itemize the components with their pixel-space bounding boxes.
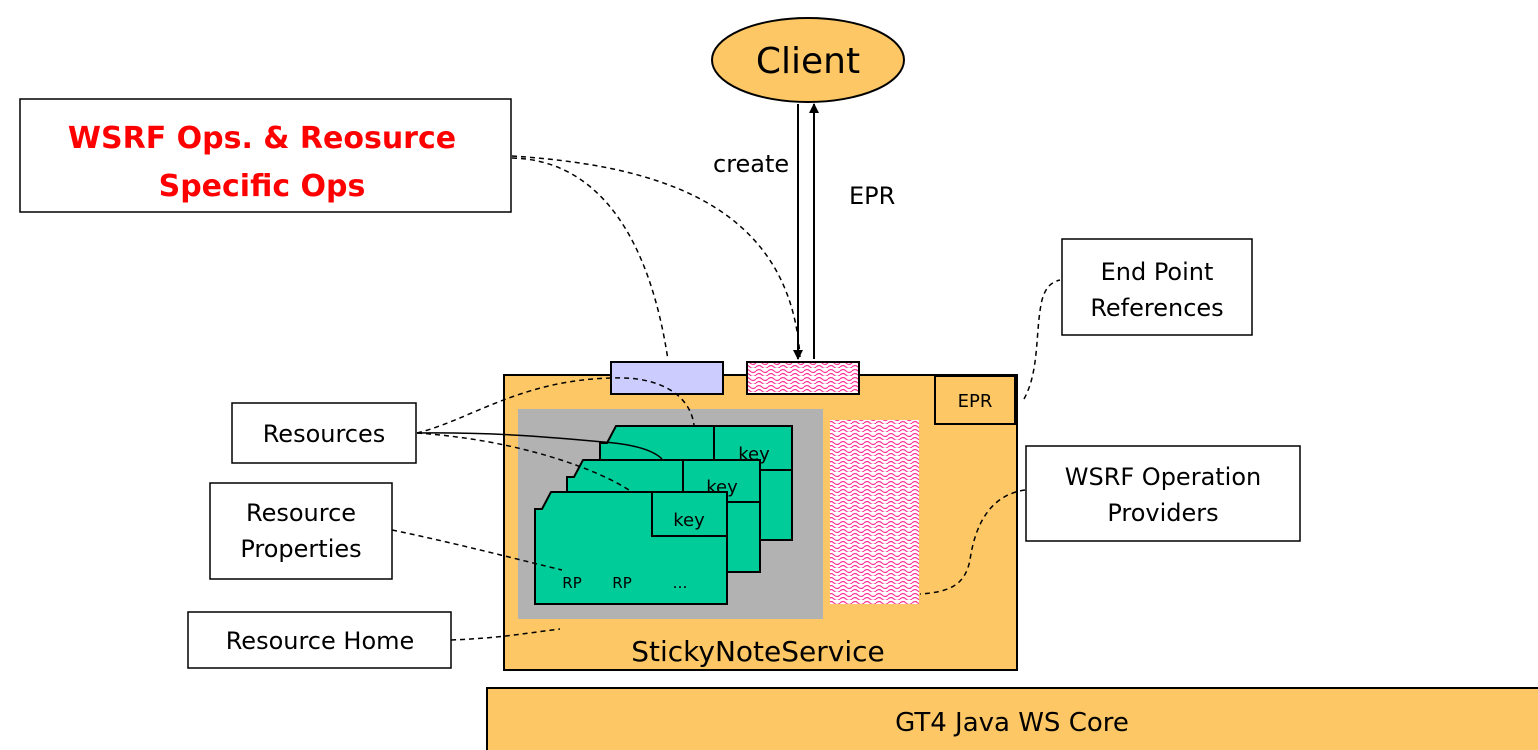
client-node: Client	[711, 17, 905, 103]
rp-label: RP	[612, 574, 631, 592]
epr-box: EPR	[934, 375, 1016, 425]
epr-arrow-label: EPR	[849, 182, 895, 210]
wsrf-providers-to-block	[919, 489, 1026, 595]
end-point-line2: References	[1090, 294, 1223, 322]
rp-label: RP	[562, 574, 581, 592]
epr-box-label: EPR	[958, 391, 993, 412]
ops-to-service-port	[511, 155, 801, 358]
resource-properties-line2: Properties	[240, 535, 361, 563]
resources-to-port	[416, 377, 695, 434]
wsrf-operation-providers-box: WSRF Operation Providers	[1025, 445, 1301, 542]
wsrf-ops-port	[610, 361, 724, 395]
resource-home-box: Resource Home	[187, 611, 452, 669]
resource-properties-box: Resource Properties	[209, 482, 393, 580]
ellipsis-label: …	[673, 574, 688, 592]
resource-home-to-area	[450, 628, 561, 641]
wsrf-ops-box: WSRF Ops. & Reosurce Specific Ops	[19, 98, 512, 213]
resources-to-card-middle	[416, 432, 633, 493]
resources-box: Resources	[231, 402, 417, 464]
resource-card-front: key RP RP …	[534, 491, 728, 605]
resources-label: Resources	[263, 420, 386, 448]
end-point-references-box: End Point References	[1061, 238, 1253, 336]
wsrf-ops-line2: Specific Ops	[159, 169, 366, 204]
resources-to-card-back	[416, 432, 663, 460]
wsrf-operation-block	[830, 420, 919, 604]
ops-to-wsrf-port	[511, 157, 669, 361]
wsrf-ops-line1: WSRF Ops. & Reosurce	[68, 121, 456, 156]
dashed-connectors	[391, 155, 1061, 641]
service-name-label: StickyNoteService	[631, 635, 884, 668]
wsrf-operation-line1: WSRF Operation	[1065, 463, 1262, 491]
service-port	[746, 361, 860, 395]
resource-properties-to-rp	[391, 529, 563, 571]
gt4-core-bar: GT4 Java WS Core	[486, 687, 1538, 750]
core-label: GT4 Java WS Core	[895, 708, 1129, 738]
epr-to-endpoint	[1023, 279, 1061, 400]
create-label: create	[713, 150, 789, 178]
resource-properties-line1: Resource	[246, 499, 356, 527]
key-label: key	[673, 510, 705, 531]
wsrf-operation-line2: Providers	[1107, 499, 1218, 527]
client-label: Client	[756, 41, 860, 82]
resource-home-label: Resource Home	[226, 627, 415, 655]
end-point-line1: End Point	[1101, 258, 1214, 286]
